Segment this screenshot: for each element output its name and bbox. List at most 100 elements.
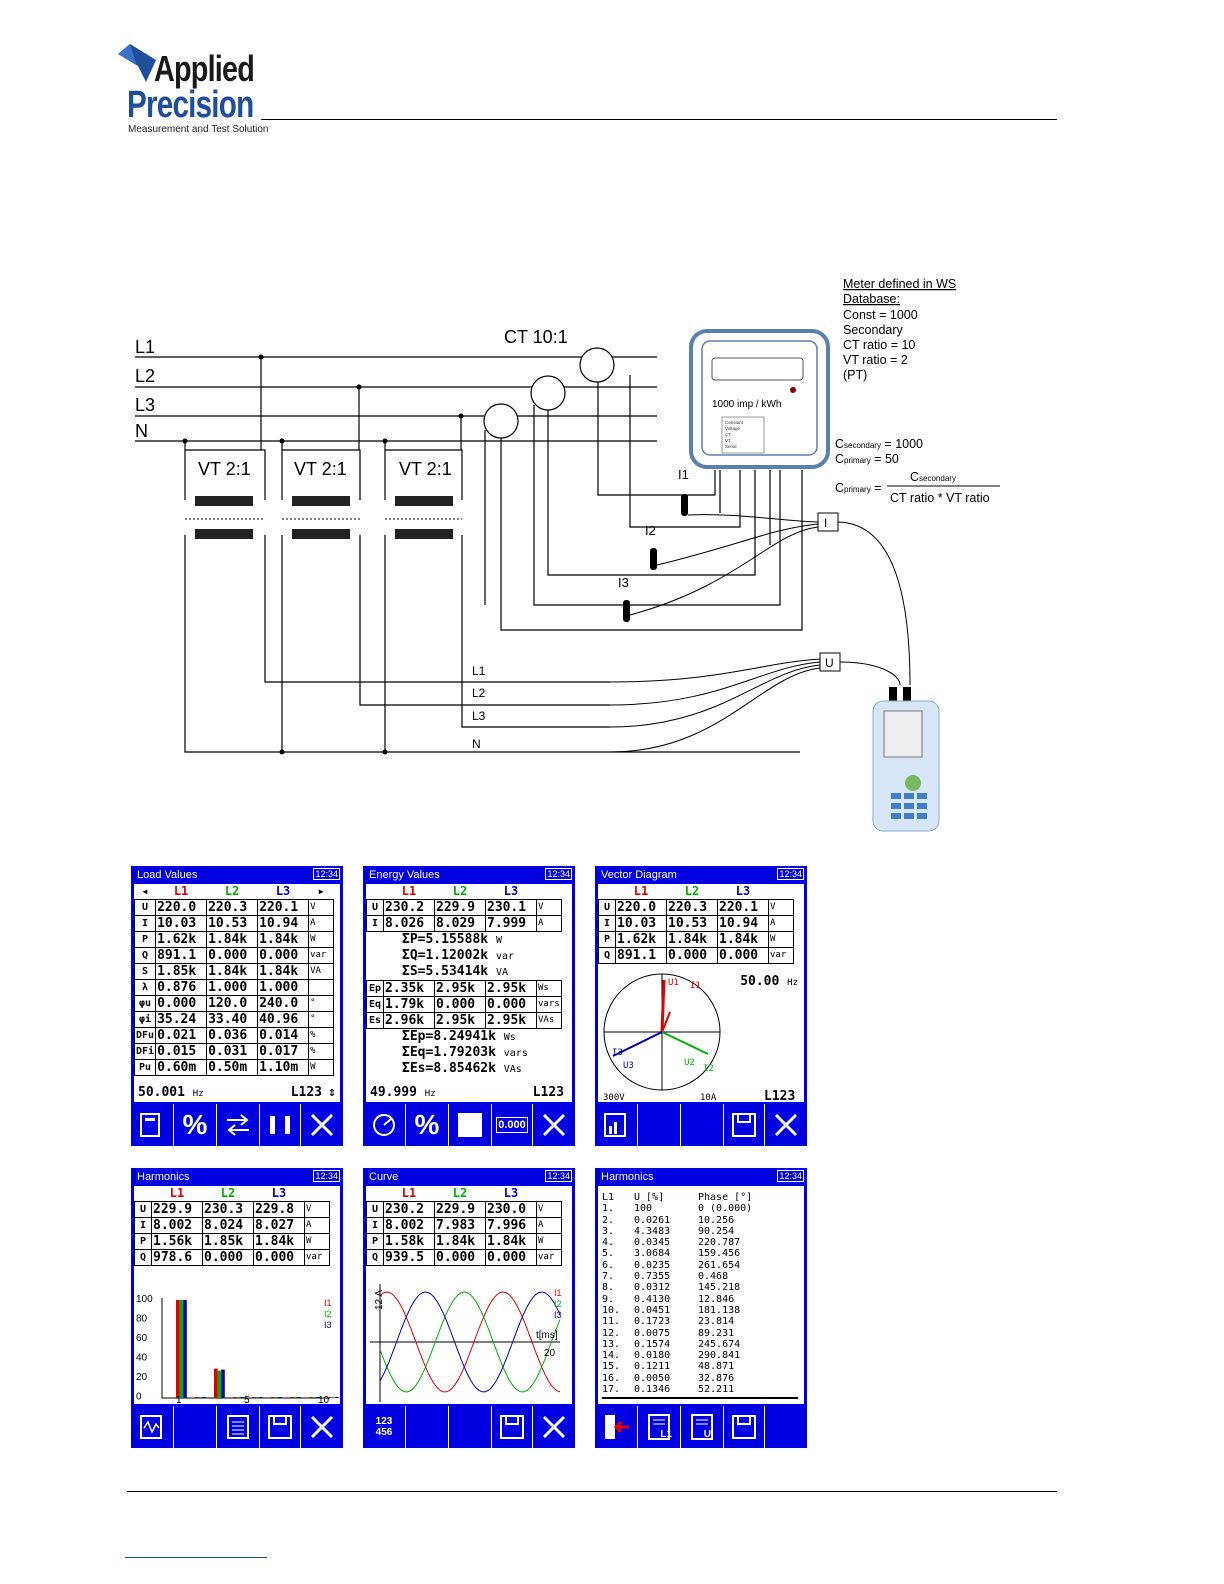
- svg-text:Const = 1000: Const = 1000: [843, 308, 918, 322]
- bar-I1-1: [176, 1300, 180, 1398]
- bar-I3-7: [297, 1397, 301, 1398]
- svg-text:Secondary: Secondary: [843, 323, 904, 337]
- svg-text:VT ratio = 2: VT ratio = 2: [843, 353, 908, 367]
- x-tick-label: 5: [244, 1395, 250, 1404]
- empty-button[interactable]: [449, 1406, 492, 1448]
- save-icon[interactable]: [492, 1406, 533, 1448]
- bar-chart-icon[interactable]: [595, 1104, 638, 1146]
- waveform-icon[interactable]: [131, 1406, 174, 1448]
- list-l1-button[interactable]: L1: [638, 1406, 681, 1448]
- save-icon[interactable]: [724, 1104, 765, 1146]
- footer-rule: [127, 1491, 1057, 1492]
- save-icon[interactable]: [260, 1406, 301, 1448]
- percent-energy-button[interactable]: %: [406, 1104, 449, 1146]
- exit-icon[interactable]: [595, 1406, 638, 1448]
- box-i-label: I: [824, 516, 827, 530]
- nav-left-icon[interactable]: ◂: [134, 884, 156, 900]
- empty-button[interactable]: [174, 1406, 217, 1448]
- vector-label: I1: [690, 981, 701, 991]
- empty-button[interactable]: [765, 1406, 807, 1448]
- y-tick-label: 60: [136, 1333, 148, 1344]
- scale-i: 10A: [700, 1093, 717, 1102]
- phase-select[interactable]: L123: [290, 1085, 322, 1100]
- wiring-diagram: L1 L2 L3 N CT 10:1 VT 2:1 VT 2:1 VT 2:1 …: [135, 277, 1000, 832]
- toolbar: [595, 1104, 807, 1146]
- screen-title: Harmonics: [137, 1171, 190, 1183]
- svg-text:CT ratio * VT ratio: CT ratio * VT ratio: [890, 491, 990, 505]
- bar-I2-4: [236, 1397, 241, 1398]
- percent-button[interactable]: %: [174, 1104, 217, 1146]
- svg-text:Csecondary: Csecondary: [910, 470, 956, 484]
- list-icon[interactable]: [217, 1406, 260, 1448]
- logo-mark-icon: [118, 44, 156, 82]
- document-icon[interactable]: [131, 1104, 174, 1146]
- svg-text:Cprimary = 50: Cprimary = 50: [835, 452, 899, 466]
- tools-icon[interactable]: [533, 1104, 575, 1146]
- bar-I2-9: [331, 1397, 336, 1398]
- empty-button[interactable]: [406, 1406, 449, 1448]
- meter-icon[interactable]: [363, 1104, 406, 1146]
- empty-button[interactable]: [638, 1104, 681, 1146]
- line-label: L2: [135, 366, 155, 386]
- voltage-label: L1: [472, 664, 486, 678]
- transfer-icon[interactable]: [217, 1104, 260, 1146]
- empty-button[interactable]: [681, 1104, 724, 1146]
- svg-text:CT ratio = 10: CT ratio = 10: [843, 338, 915, 352]
- scrollbar[interactable]: [602, 1397, 798, 1399]
- nav-right-icon[interactable]: ▸: [308, 884, 334, 900]
- bar-I2-8: [312, 1397, 317, 1398]
- footer-link[interactable]: [125, 1557, 267, 1558]
- tools-icon[interactable]: [765, 1104, 807, 1146]
- voltage-label: L3: [472, 709, 486, 723]
- sum-row: ΣEq=1.79203k vars: [402, 1045, 528, 1060]
- bar-I2-1: [179, 1300, 184, 1398]
- list-u-button[interactable]: U: [681, 1406, 724, 1448]
- bar-I2-7: [293, 1397, 298, 1398]
- y-tick-label: 80: [136, 1314, 148, 1325]
- phase-select[interactable]: L123: [532, 1085, 564, 1100]
- bar-I1-5: [252, 1397, 256, 1398]
- tools-icon[interactable]: [301, 1406, 343, 1448]
- bar-I3-5: [259, 1397, 263, 1398]
- line-label: L3: [135, 395, 155, 415]
- clock: 12:34: [545, 1170, 572, 1182]
- save-icon[interactable]: [724, 1406, 765, 1448]
- current-label: I3: [618, 575, 629, 590]
- bar-I3-6: [278, 1397, 282, 1398]
- tools-icon[interactable]: [533, 1406, 575, 1448]
- counter-button[interactable]: 0.000: [492, 1104, 533, 1146]
- bar-I2-2: [198, 1397, 203, 1398]
- energy-blank-button[interactable]: [449, 1104, 492, 1146]
- tools-icon[interactable]: [301, 1104, 343, 1146]
- voltage-label: L2: [472, 686, 486, 700]
- svg-text:VT: VT: [725, 438, 731, 443]
- curve-xlabel: t[ms]: [536, 1330, 558, 1341]
- line-label: L1: [135, 337, 155, 357]
- bracket-icon[interactable]: [260, 1104, 301, 1146]
- legend-item: I1: [324, 1298, 332, 1308]
